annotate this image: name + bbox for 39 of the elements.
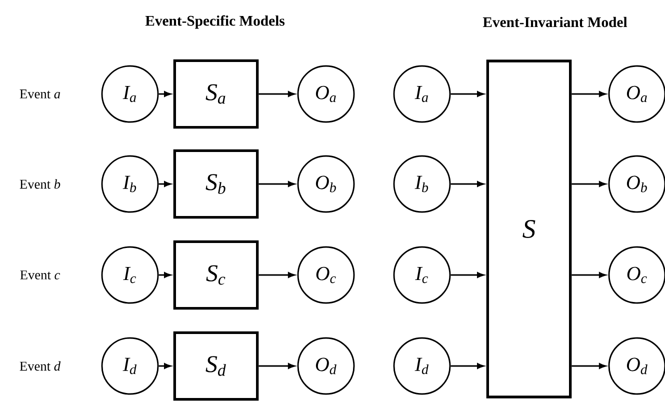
arrow — [450, 91, 484, 97]
arrow — [258, 272, 295, 278]
row-label: Event c — [20, 270, 60, 280]
arrow — [572, 181, 606, 187]
arrow — [158, 363, 171, 369]
row-label: Event a — [20, 90, 60, 98]
circle-node: I$_{a}$ — [393, 65, 451, 123]
circle-node: I$_{c}$ — [101, 246, 159, 304]
circle-node: O$_{a}$ — [297, 65, 355, 123]
arrow — [158, 91, 171, 97]
panel-title: Event-Invariant Model — [482, 16, 628, 28]
arrow — [258, 91, 295, 97]
circle-node: O$_{b}$ — [297, 155, 355, 213]
circle-node: I$_{a}$ — [101, 65, 159, 123]
arrow — [450, 363, 484, 369]
arrow — [158, 181, 171, 187]
process-box: S$_{b}$ — [173, 149, 259, 219]
circle-node: O$_{d}$ — [297, 337, 355, 395]
circle-node: I$_{d}$ — [101, 337, 159, 395]
circle-node: O$_{c}$ — [297, 246, 355, 304]
process-box: S$_{c}$ — [173, 240, 259, 310]
arrow — [572, 363, 606, 369]
row-label: Event d — [20, 361, 61, 371]
circle-node: I$_{b}$ — [393, 155, 451, 213]
arrow — [258, 181, 295, 187]
arrow — [572, 272, 606, 278]
circle-node: I$_{b}$ — [101, 155, 159, 213]
panel-title: Event-Specific Models — [145, 15, 285, 29]
arrow — [450, 181, 484, 187]
arrow — [158, 272, 171, 278]
row-label: Event b — [20, 179, 60, 189]
arrow — [450, 272, 484, 278]
process-box: S$_{d}$ — [173, 331, 259, 401]
arrow — [258, 363, 295, 369]
circle-node: I$_{d}$ — [393, 337, 451, 395]
arrow — [572, 91, 606, 97]
circle-node: I$_{c}$ — [393, 246, 451, 304]
process-box: S$_{a}$ — [173, 59, 259, 129]
process-box: S — [486, 60, 572, 398]
